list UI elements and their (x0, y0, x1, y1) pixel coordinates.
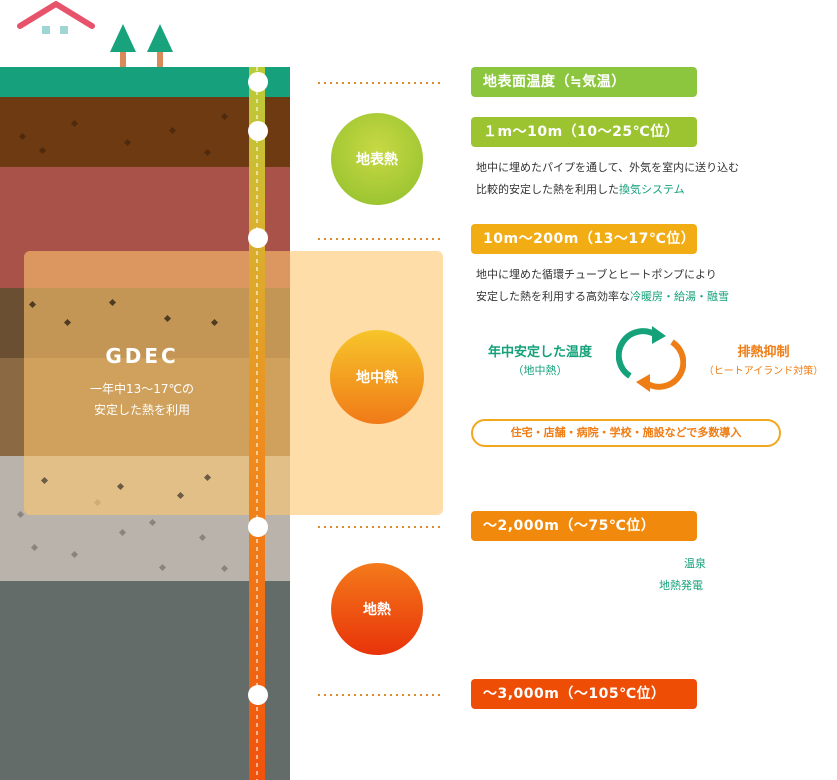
zone-circle-label: 地表熱 (356, 152, 398, 168)
zone-circle-label: 地熱 (363, 602, 391, 618)
desc-line: 比較的安定した熱を利用した換気システム (476, 179, 739, 201)
facilities-badge: 住宅・店舗・病院・学校・施設などで多数導入 (471, 419, 781, 447)
cycle-left-sub: （地中熱） (512, 364, 568, 377)
connector-200m (318, 238, 440, 240)
facilities-text: 住宅・店舗・病院・学校・施設などで多数導入 (510, 426, 742, 439)
zone-circle-geothermal: 地熱 (331, 563, 423, 655)
gdec-logo: GDEC (105, 344, 179, 368)
zone-circle-surface-heat: 地表熱 (331, 113, 423, 205)
pipe-flow-line (256, 67, 258, 780)
tree-icon (147, 24, 173, 68)
topsoil-layer (0, 97, 290, 167)
depth-label-10m: １m〜10m（10〜25℃位） (471, 117, 697, 147)
desc-text: 安定した熱を利用する高効率な (476, 290, 630, 303)
depth-marker-200m (248, 228, 268, 248)
desc-line: 地中に埋めた循環チューブとヒートポンプにより (476, 268, 717, 281)
connector-3000m (318, 694, 440, 696)
surface-heat-description: 地中に埋めたパイプを通して、外気を室内に送り込む 比較的安定した熱を利用した換気… (476, 157, 739, 201)
desc-text: 比較的安定した熱を利用した (476, 183, 619, 196)
cycle-right-title: 排熱抑制 (737, 345, 790, 360)
cycle-left-title: 年中安定した温度 (487, 345, 592, 360)
gdec-caption-line2: 安定した熱を利用 (93, 403, 190, 417)
desc-line: 安定した熱を利用する高効率な冷暖房・給湯・融雪 (476, 286, 729, 308)
ground-heat-description: 地中に埋めた循環チューブとヒートポンプにより 安定した熱を利用する高効率な冷暖房… (476, 264, 729, 308)
desc-accent: 冷暖房・給湯・融雪 (630, 290, 729, 303)
depth-label-surface: 地表面温度（≒気温） (471, 67, 697, 97)
connector-surface (318, 82, 440, 84)
zone-circle-label: 地中熱 (356, 370, 398, 386)
grass-layer (0, 67, 290, 97)
depth-label-3000m: 〜3,000m（〜105℃位） (471, 679, 697, 709)
bedrock-layer (0, 581, 290, 780)
depth-marker-surface (248, 72, 268, 92)
desc-accent: 換気システム (619, 183, 685, 196)
recycle-arrows-icon (616, 326, 686, 392)
connector-2000m (318, 526, 440, 528)
zone-circle-ground-heat: 地中熱 (330, 330, 424, 424)
depth-label-200m: 10m〜200m（13〜17℃位） (471, 224, 697, 254)
depth-marker-2000m (248, 517, 268, 537)
depth-marker-3000m (248, 685, 268, 705)
geothermal-use-power: 地熱発電 (659, 579, 703, 592)
depth-label-2000m: 〜2,000m（〜75℃位） (471, 511, 697, 541)
desc-line: 地中に埋めたパイプを通して、外気を室内に送り込む (476, 161, 740, 174)
depth-marker-10m (248, 121, 268, 141)
house-icon (17, 1, 95, 34)
geothermal-use-hotspring: 温泉 (684, 557, 706, 570)
cycle-right-sub: （ヒートアイランド対策） (703, 366, 824, 377)
tree-icon (110, 24, 136, 68)
gdec-caption-line1: 一年中13〜17℃の (89, 382, 195, 396)
